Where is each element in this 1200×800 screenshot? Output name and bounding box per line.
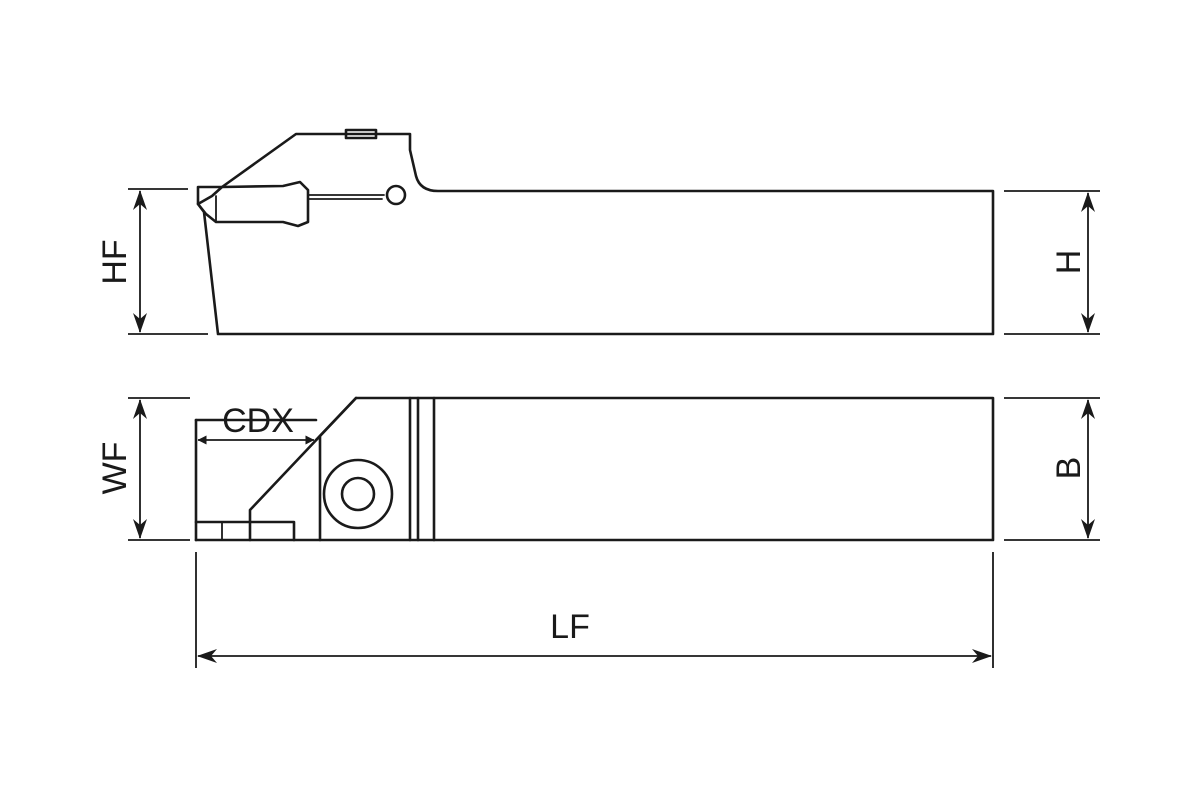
top-view: CDX WF B LF [96, 396, 1100, 668]
clamp-screw-head [344, 128, 378, 140]
h-label: H [1050, 250, 1088, 275]
screw-outer-circle [322, 458, 394, 530]
hf-label: HF [96, 239, 134, 284]
connector-ball [385, 184, 407, 206]
cdx-label: CDX [222, 402, 294, 440]
diagonal-edge-inner [255, 439, 317, 505]
insert-blade [196, 180, 310, 228]
lf-label: LF [550, 608, 590, 646]
screw-inner-circle [340, 476, 376, 512]
side-view-shank-outline [196, 132, 995, 336]
insert-bottom-notch [194, 520, 296, 542]
b-label: B [1050, 457, 1088, 480]
wf-label: WF [96, 442, 134, 495]
side-view: HF H [96, 128, 1100, 336]
